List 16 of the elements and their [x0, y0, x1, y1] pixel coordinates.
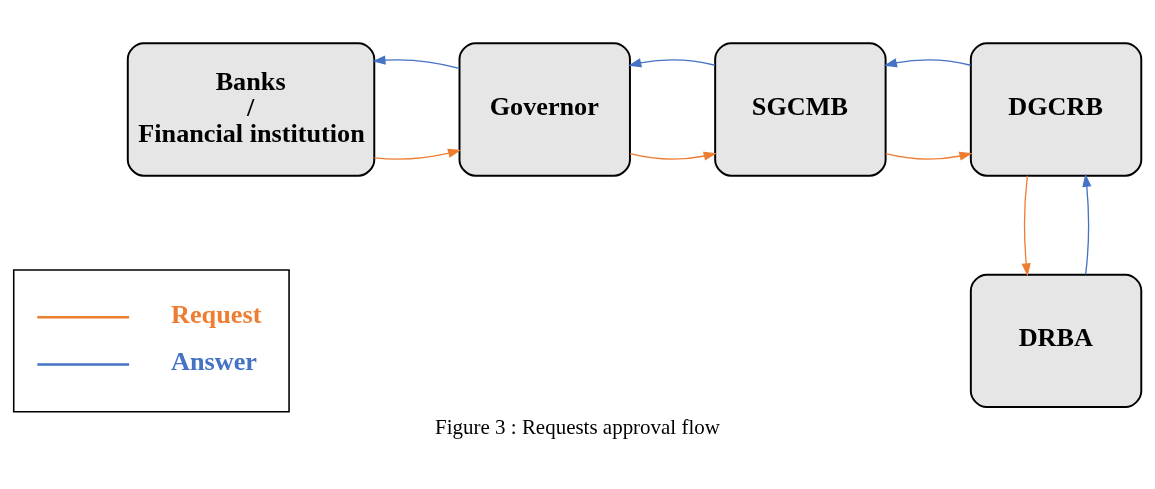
arrow: [373, 148, 462, 160]
node-box: Governor: [458, 42, 631, 177]
node-box: DGCRB: [969, 42, 1143, 177]
node-box: DRBA: [969, 273, 1143, 409]
arrow: [883, 58, 972, 68]
arrow: [372, 55, 460, 70]
arrow: [1082, 173, 1092, 276]
legend-label: Request: [171, 299, 262, 329]
node-box: SGCMB: [714, 42, 887, 177]
node-box: Banks / Financial institution: [126, 42, 376, 177]
caption: Figure 3 : Requests approval flow: [435, 414, 720, 439]
arrow: [885, 151, 973, 161]
arrow: [628, 58, 716, 68]
legend-label: Answer: [171, 346, 257, 376]
arrow: [629, 151, 717, 161]
arrow: [1021, 175, 1031, 277]
